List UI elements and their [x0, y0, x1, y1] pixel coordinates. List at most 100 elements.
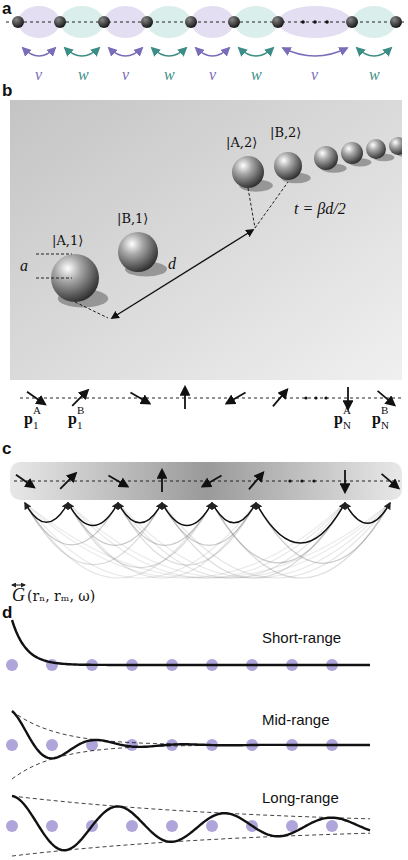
dipole-arrow — [108, 476, 127, 487]
hopping-arrow — [23, 48, 55, 56]
hopping-arrow — [283, 48, 347, 56]
dipole-arrow — [226, 393, 245, 404]
coupling-arc — [256, 503, 345, 543]
coupling-arc — [118, 503, 212, 545]
panel-letter: a — [2, 0, 11, 19]
dipole-axis — [14, 481, 400, 482]
nanoparticle — [341, 142, 363, 164]
ellipsis-dot — [288, 479, 291, 482]
ellipsis-dot — [325, 20, 329, 24]
nanoparticle — [118, 232, 158, 272]
hopping-arrow — [65, 48, 99, 56]
hopping-arrow — [109, 48, 142, 56]
coupling-arc — [68, 503, 162, 545]
coupling-arc — [162, 503, 212, 526]
coupling-arc — [212, 503, 256, 523]
dipole-arrow — [184, 387, 186, 409]
coupling-arc — [212, 503, 345, 563]
dipole-axis — [20, 398, 402, 399]
panel-letter: d — [2, 604, 12, 623]
decay-curve — [12, 711, 370, 758]
nanoparticle — [389, 137, 402, 155]
green-tensor-symbol: G — [12, 586, 25, 606]
dipole-symbol: p — [334, 410, 343, 428]
lattice-site — [326, 820, 338, 832]
dipole-index: A — [343, 404, 351, 416]
nanoparticle — [274, 152, 302, 180]
lattice-site — [46, 820, 58, 832]
lattice-site — [126, 820, 138, 832]
dipole-index: B — [381, 404, 388, 416]
scene-background — [10, 100, 402, 380]
ellipsis-dot — [300, 479, 303, 482]
dipole-arrow — [27, 392, 45, 405]
particle — [185, 16, 197, 28]
hopping-arrow — [196, 48, 229, 56]
coupling-arc — [118, 503, 162, 523]
dipole-arrow — [60, 473, 76, 489]
coupling-label: v — [122, 66, 129, 84]
coupling-label: w — [369, 66, 380, 84]
regime-label: Short-range — [262, 630, 341, 647]
field-bar — [10, 462, 402, 500]
particle — [54, 16, 66, 28]
lattice-site — [206, 820, 218, 832]
particle — [141, 16, 153, 28]
dipole-index: A — [33, 404, 41, 416]
dipole-arrow — [382, 474, 399, 488]
coupling-arc — [68, 503, 390, 578]
dipole-symbol: p — [24, 410, 33, 428]
ellipsis-dot — [304, 396, 307, 399]
particle — [228, 16, 240, 28]
coupling-arc — [25, 503, 256, 578]
lattice-site — [46, 739, 58, 751]
particle — [12, 16, 24, 28]
particle — [390, 16, 402, 28]
coupling-arc — [68, 503, 118, 526]
dipole-arrow — [273, 390, 287, 407]
dipole-arrow — [202, 476, 221, 487]
coupling-arc — [162, 503, 256, 545]
dipole-index: 1 — [77, 419, 83, 431]
regime-label: Long-range — [262, 790, 339, 807]
dipole-arrow — [130, 393, 149, 404]
shift-guide — [255, 182, 288, 228]
coupling-arc — [118, 503, 256, 565]
coupling-arc — [25, 503, 212, 578]
envelope — [12, 711, 370, 745]
coupling-arc — [162, 503, 345, 578]
dipole-index: N — [343, 419, 351, 431]
dipole-index: N — [381, 419, 389, 431]
dipole-arrow — [378, 391, 395, 405]
green-tensor-args: (rₙ, rₘ, ω) — [27, 589, 95, 604]
coupling-label: w — [251, 66, 262, 84]
ellipsis-dot — [324, 396, 327, 399]
nanoparticle — [366, 139, 386, 159]
panel-letter: c — [2, 440, 11, 459]
nanoparticle — [232, 156, 264, 188]
dipole-symbol: p — [372, 410, 381, 428]
particle — [346, 16, 358, 28]
coupling-label: w — [78, 66, 89, 84]
dimension-label: t = βd/2 — [294, 200, 346, 218]
lattice-site — [166, 820, 178, 832]
state-label: |B,2⟩ — [270, 126, 301, 140]
dipole-arrow — [249, 473, 263, 490]
lattice-site — [6, 739, 18, 751]
coupling-arc — [162, 503, 390, 578]
dipole-arrow — [344, 470, 346, 492]
coupling-label: v — [35, 66, 42, 84]
envelope — [12, 833, 370, 856]
guide-line — [75, 302, 108, 318]
dipole-arrow — [72, 390, 88, 406]
state-label: |A,1⟩ — [52, 234, 83, 248]
lattice-site — [6, 820, 18, 832]
dipole-arrow — [161, 470, 163, 492]
coupling-arc — [25, 503, 68, 522]
dimension-label: a — [20, 257, 28, 275]
coupling-arc — [256, 503, 390, 563]
regime-label: Mid-range — [262, 712, 330, 729]
coupling-label: v — [209, 66, 216, 84]
coupling-arc — [25, 503, 118, 545]
